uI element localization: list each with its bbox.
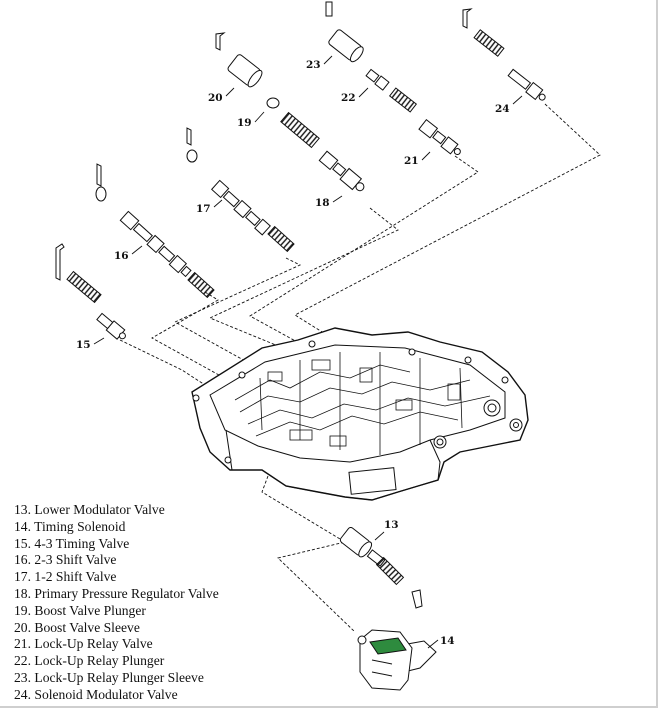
spring-17 — [267, 225, 295, 253]
legend-item-22: 22. Lock-Up Relay Plunger — [14, 653, 165, 669]
spring-24 — [473, 29, 505, 57]
legend-item-21: 21. Lock-Up Relay Valve — [14, 636, 153, 652]
legend-item-13: 13. Lower Modulator Valve — [14, 502, 165, 517]
callout-labels: 13 14 15 16 17 18 19 20 21 22 23 24 — [76, 59, 510, 647]
callout-13: 13 — [384, 519, 399, 531]
callout-14: 14 — [440, 635, 455, 647]
callout-ticks — [93, 55, 523, 649]
leader-13 — [261, 475, 356, 633]
spring-13 — [375, 556, 405, 586]
retainer-15 — [55, 243, 65, 281]
legend-item-15: 15. 4-3 Timing Valve — [14, 535, 130, 551]
callout-16: 16 — [114, 250, 129, 262]
spring-21 — [388, 87, 418, 113]
callout-24: 24 — [495, 103, 510, 115]
leader-18 — [208, 207, 399, 356]
legend-item-16: 16. 2-3 Shift Valve — [14, 552, 117, 568]
spring-15 — [66, 270, 102, 304]
solenoid-band — [369, 637, 407, 655]
boost-plunger-19 — [266, 97, 280, 109]
solenoid-body — [359, 629, 413, 691]
leader-16 — [151, 291, 246, 391]
retainer-17 — [186, 127, 192, 146]
spring-18 — [280, 111, 320, 149]
part-16-shift-valve — [95, 163, 215, 299]
leader-lines — [119, 103, 601, 633]
callout-18: 18 — [315, 197, 330, 209]
plug-17 — [186, 149, 198, 163]
relay-valve-21 — [418, 119, 439, 139]
part-15-timing-valve — [55, 243, 126, 340]
callout-20: 20 — [208, 92, 223, 104]
legend-item-14: 14. Timing Solenoid — [14, 518, 126, 534]
leader-17 — [174, 257, 302, 373]
valve-body-face — [209, 344, 506, 463]
leader-15 — [119, 339, 206, 386]
part-21-22-23-lockup-relay — [325, 1, 461, 156]
part-18-19-20-regulator — [215, 32, 365, 192]
callout-17: 17 — [196, 203, 211, 215]
callout-22: 22 — [341, 92, 356, 104]
plug-16 — [95, 186, 107, 202]
retainer-13 — [411, 589, 423, 609]
spring-16 — [187, 271, 215, 299]
valve-body-outline — [191, 327, 529, 501]
part-14-timing-solenoid — [357, 629, 437, 691]
leader-21 — [249, 155, 479, 361]
retainer-24 — [462, 8, 473, 29]
leader-24 — [294, 103, 601, 341]
callout-23: 23 — [306, 59, 321, 71]
retainer-16 — [96, 163, 102, 187]
valve-body — [191, 327, 529, 501]
legend-item-17: 17. 1-2 Shift Valve — [14, 569, 117, 585]
part-24-solenoid-modulator — [462, 8, 546, 101]
callout-21: 21 — [404, 155, 419, 167]
part-17-shift-valve — [186, 127, 295, 253]
callout-19: 19 — [237, 117, 252, 129]
legend-item-20: 20. Boost Valve Sleeve — [14, 619, 140, 635]
legend-item-24: 24. Solenoid Modulator Valve — [14, 686, 178, 702]
valve-body-bolt-holes — [192, 340, 523, 464]
valve-body-passages — [234, 352, 491, 455]
legend-item-19: 19. Boost Valve Plunger — [14, 602, 146, 618]
valve-body-side — [225, 429, 441, 501]
parts-legend: 13. Lower Modulator Valve 14. Timing Sol… — [14, 502, 219, 704]
legend-item-18: 18. Primary Pressure Regulator Valve — [14, 585, 219, 601]
callout-15: 15 — [76, 339, 91, 351]
retainer-23 — [325, 1, 333, 17]
retainer-20 — [215, 32, 226, 51]
relay-plunger-22 — [365, 68, 380, 83]
part-13-lower-modulator — [339, 527, 423, 609]
legend-item-23: 23. Lock-Up Relay Plunger Sleeve — [14, 669, 204, 685]
